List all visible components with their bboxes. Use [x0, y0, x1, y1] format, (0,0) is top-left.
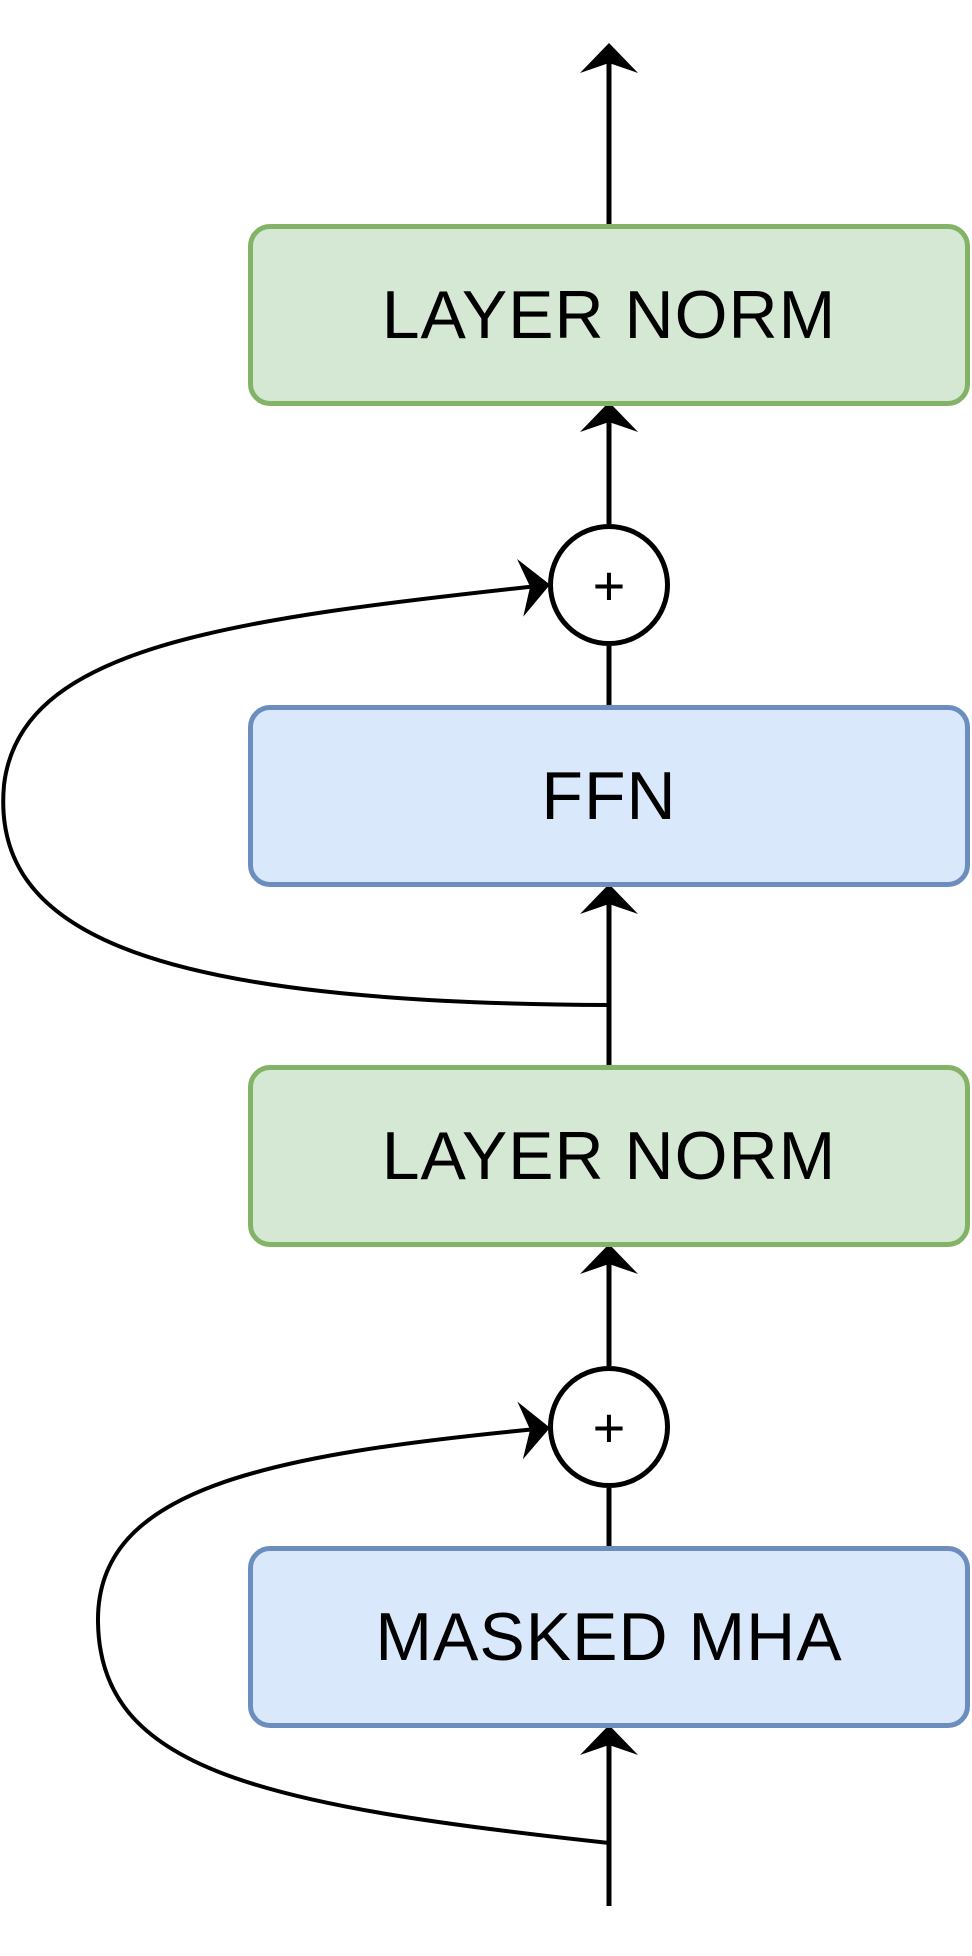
ffn-block: FFN — [248, 705, 970, 887]
layer-norm-bottom-label: LAYER NORM — [381, 1118, 837, 1194]
residual-add-top: + — [548, 524, 670, 646]
residual-skip-mha — [95, 1401, 610, 1845]
ffn-label: FFN — [541, 758, 677, 834]
residual-skip-ffn — [1, 559, 610, 1007]
layer-norm-bottom-block: LAYER NORM — [248, 1065, 970, 1247]
layer-norm-top-block: LAYER NORM — [248, 224, 970, 406]
residual-add-top-symbol: + — [592, 553, 626, 617]
masked-mha-label: MASKED MHA — [375, 1599, 843, 1675]
residual-add-bottom: + — [548, 1366, 670, 1488]
masked-mha-block: MASKED MHA — [248, 1546, 970, 1728]
residual-add-bottom-symbol: + — [592, 1395, 626, 1459]
layer-norm-top-label: LAYER NORM — [381, 277, 837, 353]
